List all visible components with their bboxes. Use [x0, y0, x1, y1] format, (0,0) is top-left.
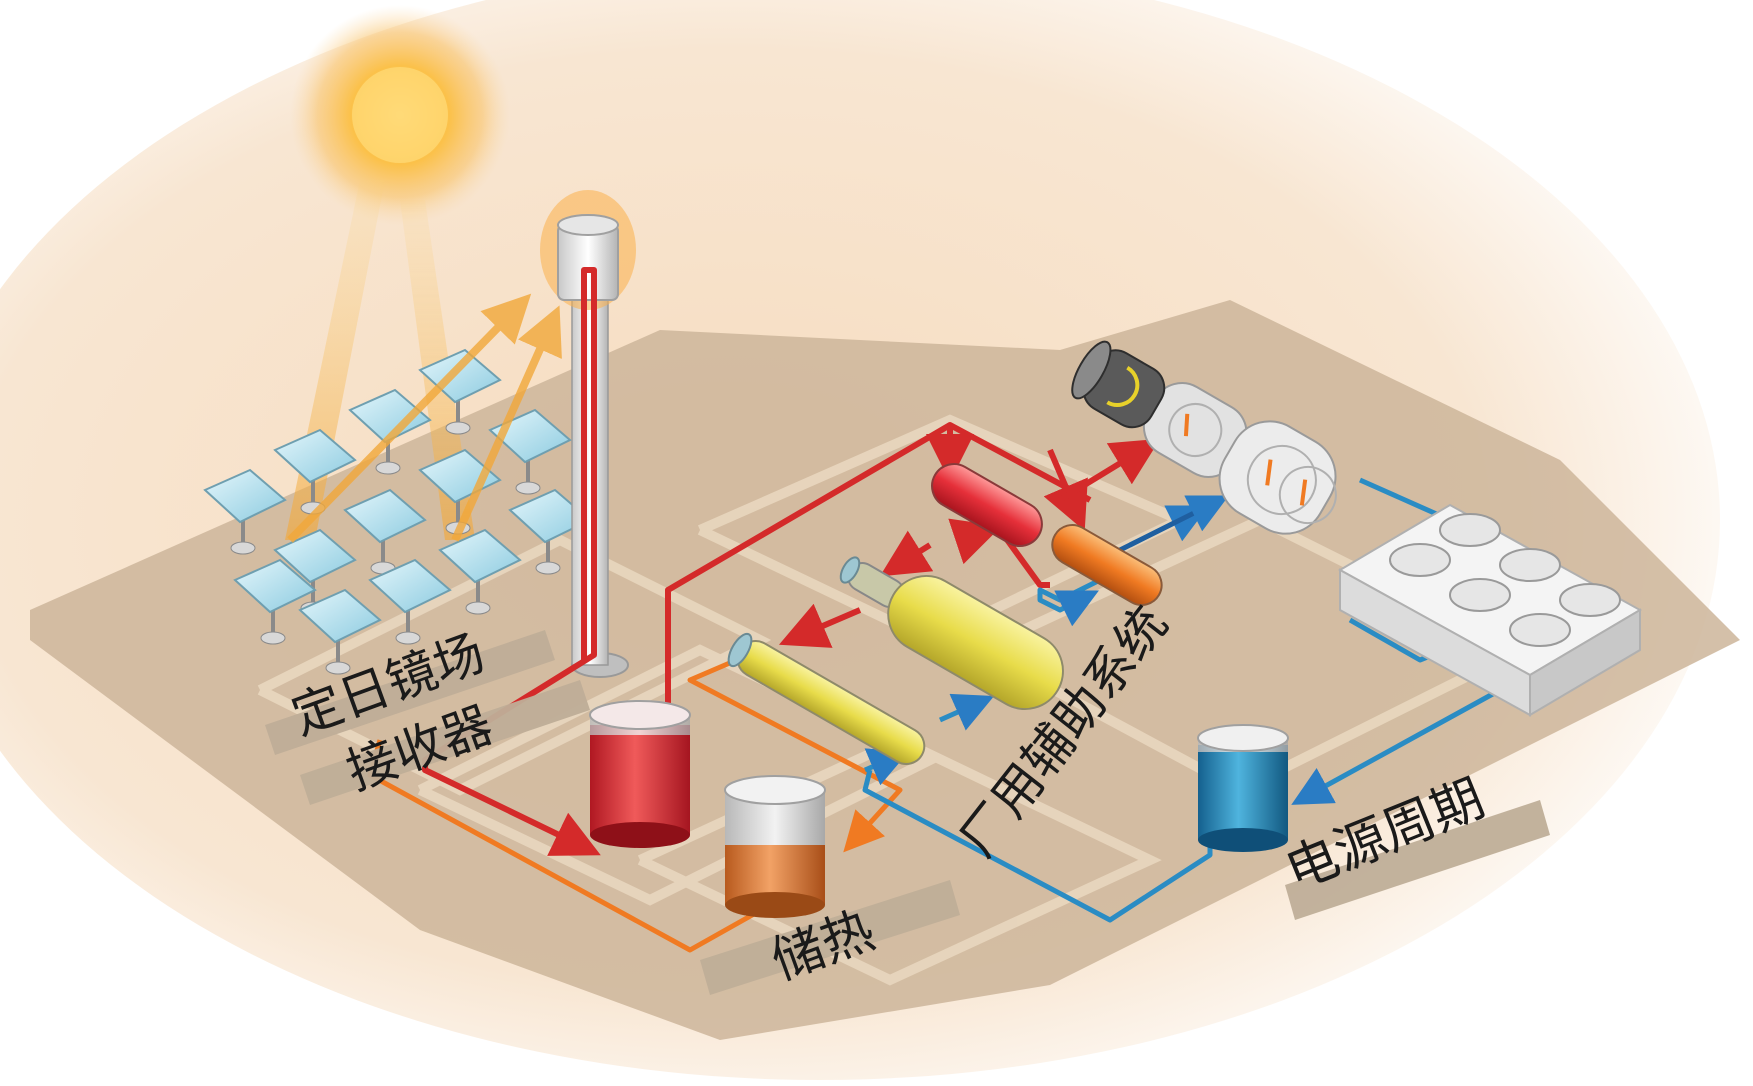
air-cooled-condenser-icon: [1337, 503, 1643, 717]
sun-icon: [290, 5, 510, 225]
heliostat-mirror-icon: [233, 558, 317, 645]
steam-turbine-icon: [1142, 382, 1337, 535]
heat-exchanger-icon: [727, 463, 1163, 765]
water-tank-icon: [1197, 724, 1289, 852]
cooling-fan-icon: [1439, 513, 1501, 547]
hot-salt-tank-icon: [589, 700, 691, 848]
heliostat-mirror-icon: [438, 528, 522, 615]
receiver-tower-icon: [540, 190, 636, 678]
hot-fluid-pipes: [422, 267, 1161, 856]
generator-icon: [1071, 340, 1166, 429]
heliostat-mirror-icon: [203, 468, 287, 555]
cooling-fan-icon: [1449, 578, 1511, 612]
cooling-fan-icon: [1499, 548, 1561, 582]
reflected-rays: [287, 293, 562, 543]
cooling-fan-icon: [1389, 543, 1451, 577]
heliostat-mirror-icon: [368, 558, 452, 645]
heliostat-mirror-icon: [418, 348, 502, 435]
label-bars: [265, 630, 1550, 995]
cooling-fan-icon: [1559, 583, 1621, 617]
cooling-fan-icon: [1509, 613, 1571, 647]
heliostat-field: [203, 348, 592, 675]
heliostat-mirror-icon: [298, 588, 382, 675]
cold-salt-tank-icon: [724, 775, 826, 918]
